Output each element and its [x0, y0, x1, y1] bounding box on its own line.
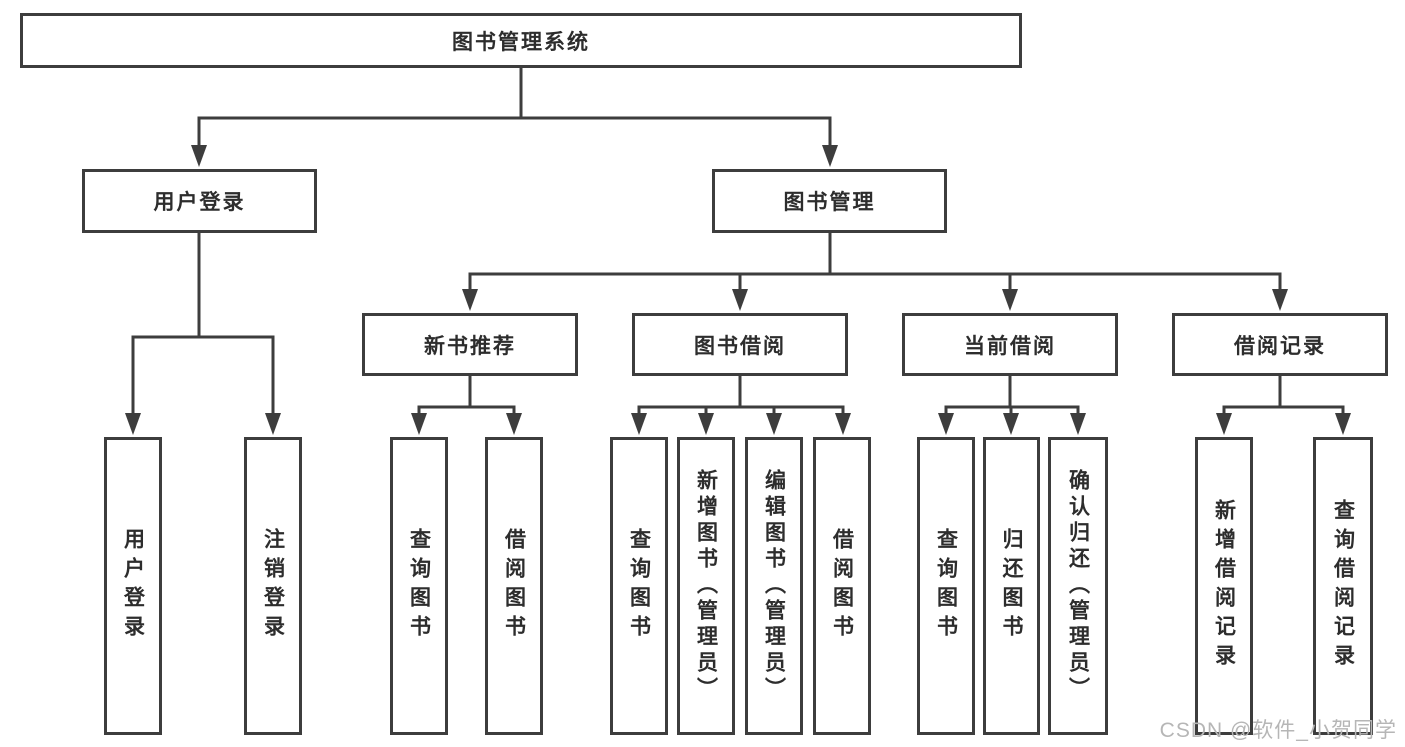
node-new-book-recommendation: 新书推荐 [362, 313, 578, 376]
node-label: 当前借阅 [964, 334, 1056, 358]
node-label: 确认归还（管理员） [1066, 469, 1090, 703]
leaf-cb-query-books: 查询图书 [917, 437, 975, 735]
arrow-down-icon [938, 413, 954, 435]
node-current-borrowing: 当前借阅 [902, 313, 1118, 376]
node-user-login-branch: 用户登录 [82, 169, 317, 233]
node-label: 新增图书（管理员） [694, 469, 718, 703]
arrow-down-icon [125, 413, 141, 435]
arrow-down-icon [1335, 413, 1351, 435]
leaf-bb-edit-books-admin: 编辑图书（管理员） [745, 437, 803, 735]
arrow-down-icon [766, 413, 782, 435]
node-label: 用户登录 [153, 191, 246, 214]
arrow-down-icon [411, 413, 427, 435]
leaf-br-query-borrow-record: 查询借阅记录 [1313, 437, 1373, 735]
leaf-nb-borrow-books: 借阅图书 [485, 437, 543, 735]
node-label: 图书借阅 [694, 334, 786, 358]
node-label: 查询图书 [407, 528, 431, 644]
leaf-bb-query-books: 查询图书 [610, 437, 668, 735]
node-label: 查询图书 [934, 528, 958, 644]
csdn-watermark: CSDN @软件_小贺同学 [1159, 719, 1397, 742]
arrow-down-icon [506, 413, 522, 435]
arrow-down-icon [631, 413, 647, 435]
node-label: 借阅图书 [502, 528, 526, 644]
node-label: 注销登录 [261, 528, 285, 644]
arrow-down-icon [835, 413, 851, 435]
node-label: 借阅记录 [1234, 334, 1326, 358]
node-book-borrowing: 图书借阅 [632, 313, 848, 376]
arrow-down-icon [1002, 289, 1018, 311]
arrow-down-icon [822, 145, 838, 167]
leaf-br-add-borrow-record: 新增借阅记录 [1195, 437, 1253, 735]
leaf-cb-return-books: 归还图书 [983, 437, 1040, 735]
node-label: 查询借阅记录 [1331, 499, 1355, 673]
node-label: 借阅图书 [830, 528, 854, 644]
node-label: 归还图书 [1000, 528, 1023, 644]
node-book-management-branch: 图书管理 [712, 169, 947, 233]
leaf-logout: 注销登录 [244, 437, 302, 735]
arrow-down-icon [462, 289, 478, 311]
arrow-down-icon [1003, 413, 1019, 435]
arrow-down-icon [265, 413, 281, 435]
leaf-user-login: 用户登录 [104, 437, 162, 735]
arrow-down-icon [732, 289, 748, 311]
node-label: 用户登录 [121, 528, 145, 644]
node-label: 新书推荐 [424, 334, 516, 358]
node-label: 图书管理 [783, 191, 876, 214]
arrow-down-icon [1272, 289, 1288, 311]
node-label: 新增借阅记录 [1212, 499, 1236, 673]
arrow-down-icon [1070, 413, 1086, 435]
leaf-nb-query-books: 查询图书 [390, 437, 448, 735]
leaf-cb-confirm-return-admin: 确认归还（管理员） [1048, 437, 1108, 735]
node-label: 查询图书 [627, 528, 651, 644]
arrow-down-icon [191, 145, 207, 167]
node-root-library-system: 图书管理系统 [20, 13, 1022, 68]
node-label: 编辑图书（管理员） [762, 469, 786, 703]
leaf-bb-add-books-admin: 新增图书（管理员） [677, 437, 735, 735]
arrow-down-icon [1216, 413, 1232, 435]
arrow-down-icon [698, 413, 714, 435]
node-borrowing-records: 借阅记录 [1172, 313, 1388, 376]
leaf-bb-borrow-books: 借阅图书 [813, 437, 871, 735]
node-label: 图书管理系统 [452, 30, 590, 54]
